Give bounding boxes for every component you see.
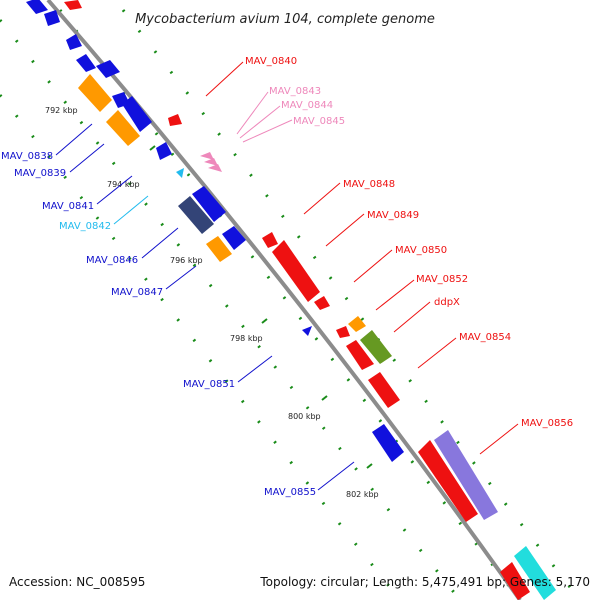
leader-line (205, 61, 244, 97)
leader-line (393, 301, 431, 333)
leader-line (237, 355, 273, 383)
accession-text: Accession: NC_008595 (9, 575, 145, 589)
gene-arrow-forward (168, 114, 182, 126)
gene-arrow-reverse (76, 54, 96, 72)
gene-arrow-reverse (302, 326, 312, 336)
forward-strand-genes (64, 0, 556, 600)
gene-pink (204, 158, 218, 166)
leader-line (303, 182, 341, 215)
leader-line (239, 105, 281, 139)
leader-line (113, 195, 149, 225)
leader-line (242, 119, 293, 143)
reverse-strand-genes (26, 0, 404, 462)
leader-line (417, 337, 457, 369)
leader-line (479, 423, 519, 455)
gene-arrow-forward (346, 340, 374, 370)
gene-teal (514, 546, 556, 600)
gene-label-mav-0849: MAV_0849 (367, 210, 419, 221)
tick-mark (149, 145, 156, 151)
gene-arrow-forward (418, 440, 478, 522)
genome-title: Mycobacterium avium 104, complete genome (135, 12, 435, 27)
gene-rrna (106, 110, 140, 146)
tick-marks (92, 83, 373, 469)
gene-pink (208, 164, 222, 172)
gene-arrow-reverse (222, 226, 246, 250)
gene-arrow-reverse (26, 0, 48, 14)
genome-summary-text: Topology: circular; Length: 5,475,491 bp… (259, 575, 590, 589)
gene-label-mav-0845: MAV_0845 (293, 116, 345, 127)
gene-label-mav-0842: MAV_0842 (59, 221, 111, 232)
gene-arrow-forward (368, 372, 400, 408)
tick-label-800: 800 kbp (288, 412, 321, 421)
gene-label-mav-0851: MAV_0851 (183, 379, 235, 390)
gene-rrna (348, 316, 366, 332)
leader-line (375, 279, 415, 311)
gene-arrow-forward (500, 562, 530, 600)
gene-arrow-reverse (156, 142, 172, 160)
tick-label-792: 792 kbp (45, 106, 78, 115)
gene-label-mav-0850: MAV_0850 (395, 245, 447, 256)
gene-arrow-reverse (44, 10, 60, 26)
tick-label-798: 798 kbp (230, 334, 263, 343)
gene-pink (200, 152, 214, 160)
gene-purple (434, 430, 498, 520)
gene-arrow-forward (314, 296, 330, 310)
gene-arrow-forward (336, 326, 350, 338)
gene-rrna (206, 236, 232, 262)
gene-arrow-reverse (192, 186, 226, 222)
gene-label-mav-0838: MAV_0838 (1, 151, 53, 162)
dot-circle-outer-1 (121, 9, 582, 600)
gene-label-mav-0848: MAV_0848 (343, 179, 395, 190)
tick-label-796: 796 kbp (170, 256, 203, 265)
leader-line (55, 123, 93, 156)
gene-label-mav-0854: MAV_0854 (459, 332, 511, 343)
gene-arrow-forward (64, 0, 82, 10)
gene-arrow-reverse (66, 34, 82, 50)
gene-dark (178, 196, 214, 234)
gene-label-mav-0847: MAV_0847 (111, 287, 163, 298)
gene-label-mav-0844: MAV_0844 (281, 100, 333, 111)
tick-label-802: 802 kbp (346, 490, 379, 499)
leader-line (325, 213, 365, 247)
gene-label-mav-0843: MAV_0843 (269, 86, 321, 97)
gene-label-ddpx: ddpX (434, 297, 460, 308)
label-leader-lines (55, 61, 519, 491)
gene-arrow-forward (262, 232, 278, 248)
gene-labels: MAV_0840 MAV_0843 MAV_0844 MAV_0845 MAV_… (1, 56, 573, 498)
leader-line (96, 175, 133, 205)
gene-label-mav-0841: MAV_0841 (42, 201, 94, 212)
gene-arrow-reverse (96, 60, 120, 78)
gene-arrow-reverse (122, 96, 152, 132)
tick-mark (261, 318, 268, 324)
gene-arrow-forward (272, 240, 320, 302)
gene-label-mav-0846: MAV_0846 (86, 255, 138, 266)
gene-label-mav-0856: MAV_0856 (521, 418, 573, 429)
leader-line (236, 91, 269, 135)
gene-label-mav-0852: MAV_0852 (416, 274, 468, 285)
gene-rrna (78, 74, 112, 112)
gene-label-mav-0840: MAV_0840 (245, 56, 297, 67)
genome-backbone (46, 0, 522, 600)
gene-label-mav-0839: MAV_0839 (14, 168, 66, 179)
leader-line (69, 143, 105, 173)
leader-line (353, 249, 393, 283)
gene-label-mav-0855: MAV_0855 (264, 487, 316, 498)
tick-mark (321, 395, 328, 401)
gene-olive (360, 330, 392, 364)
tick-mark (366, 463, 373, 469)
leader-line (141, 227, 179, 259)
gene-arrow-reverse (372, 424, 404, 462)
tick-label-794: 794 kbp (107, 180, 140, 189)
leader-line (165, 265, 197, 290)
leader-line (317, 461, 355, 491)
gene-cyan (176, 168, 184, 178)
